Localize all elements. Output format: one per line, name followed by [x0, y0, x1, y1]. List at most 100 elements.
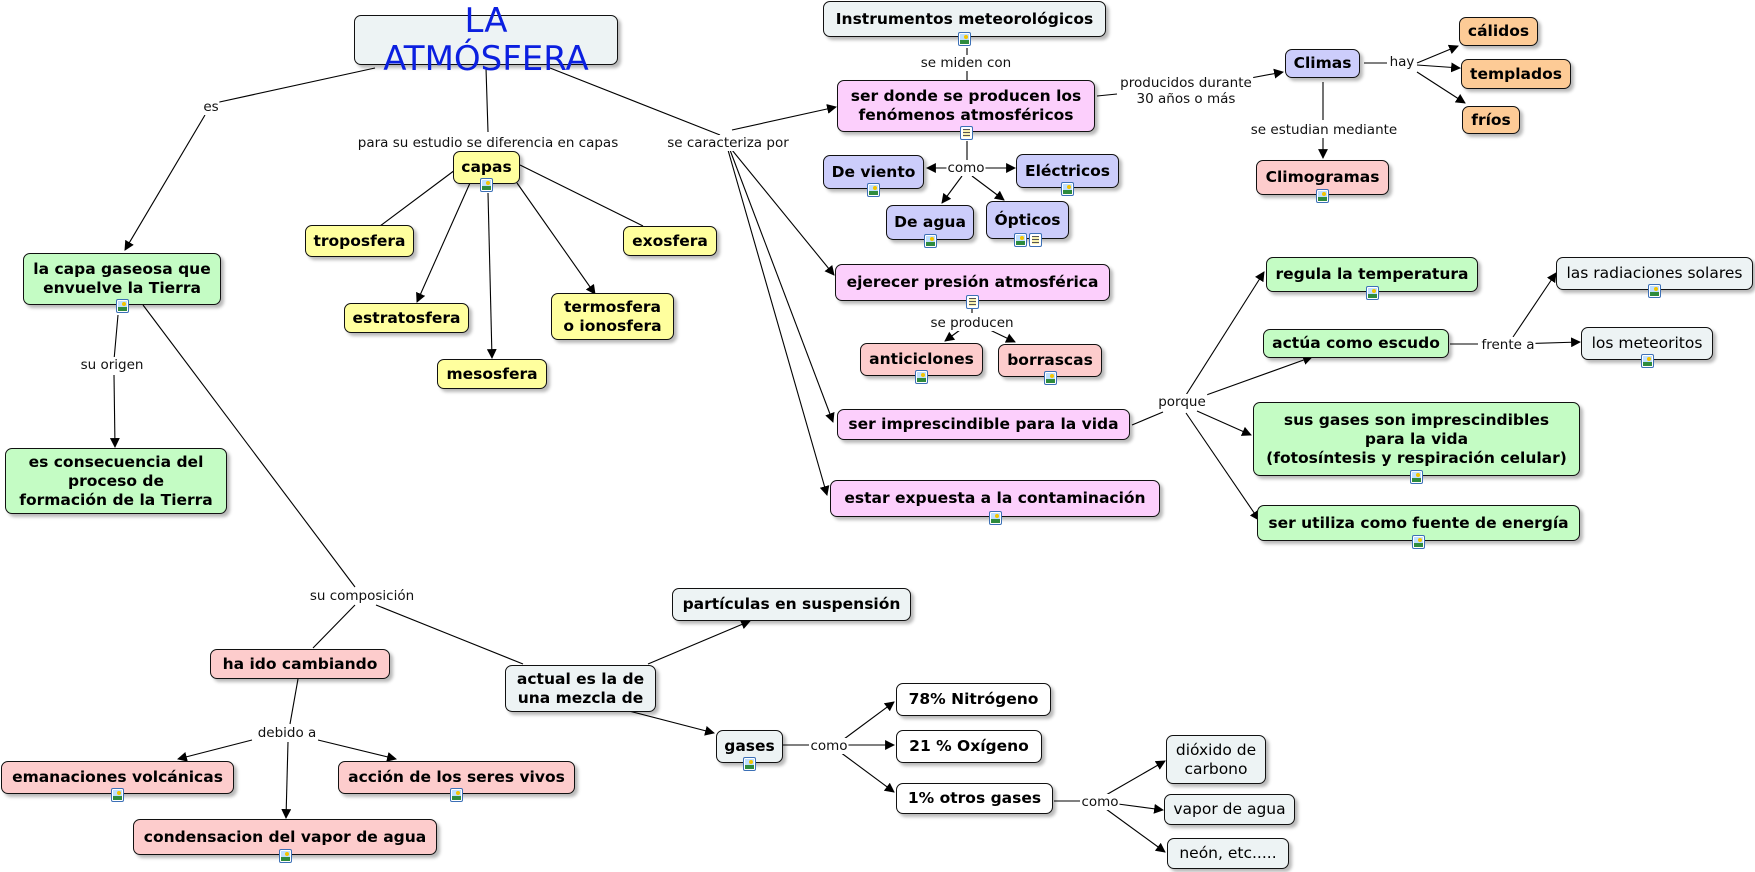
link-su-composicion: su composición — [308, 588, 416, 604]
image-icon[interactable] — [1410, 470, 1423, 484]
concept-label: ser donde se producen los fenómenos atmo… — [850, 87, 1082, 124]
concept-label: actúa como escudo — [1272, 334, 1440, 352]
concept-calidos[interactable]: cálidos — [1459, 17, 1538, 46]
image-icon[interactable] — [278, 849, 292, 863]
image-icon[interactable] — [1640, 354, 1654, 368]
concept-label: estratosfera — [352, 308, 461, 327]
concept-ha-ido-cambiando[interactable]: ha ido cambiando — [210, 649, 390, 679]
concept-electricos[interactable]: Eléctricos — [1016, 154, 1119, 196]
concept-climogramas[interactable]: Climogramas — [1256, 160, 1389, 203]
concept-borrascas[interactable]: borrascas — [998, 344, 1102, 385]
link-producidos-durante: producidos durante 30 años o más — [1119, 75, 1253, 107]
concept-label: troposfera — [313, 231, 406, 250]
concept-opticos[interactable]: Ópticos — [986, 201, 1069, 247]
concept-consecuencia[interactable]: es consecuencia del proceso de formación… — [5, 448, 227, 514]
concept-contaminacion[interactable]: estar expuesta a la contaminación — [830, 480, 1160, 525]
concept-termosfera[interactable]: termosfera o ionosfera — [551, 293, 674, 340]
link-frente-a: frente a — [1480, 337, 1536, 353]
image-icon[interactable] — [867, 183, 880, 197]
concept-label: Climas — [1293, 54, 1352, 72]
concept-de-viento[interactable]: De viento — [823, 155, 924, 197]
concept-label: mesosfera — [446, 364, 538, 383]
image-icon[interactable] — [1648, 284, 1661, 298]
link-se-caracteriza: se caracteriza por — [666, 135, 790, 151]
concept-anticiclones[interactable]: anticiclones — [860, 343, 983, 384]
concept-label: Eléctricos — [1024, 161, 1111, 180]
concept-capa-gaseosa[interactable]: la capa gaseosa que envuelve la Tierra — [23, 253, 221, 313]
concept-label: ha ido cambiando — [222, 654, 378, 673]
concept-emanaciones[interactable]: emanaciones volcánicas — [1, 761, 234, 802]
concept-label: exosfera — [632, 231, 708, 250]
concept-label: vapor de agua — [1173, 800, 1286, 818]
concept-frios[interactable]: fríos — [1462, 106, 1520, 134]
image-icon[interactable] — [915, 370, 928, 384]
link-porque: porque — [1157, 394, 1207, 410]
concept-capas[interactable]: capas — [453, 151, 520, 192]
concept-estratosfera[interactable]: estratosfera — [344, 303, 469, 333]
link-como-fenomenos: como — [946, 160, 986, 176]
link-hay: hay — [1388, 54, 1416, 70]
image-icon[interactable] — [743, 757, 756, 771]
concept-label: la capa gaseosa que envuelve la Tierra — [33, 260, 211, 297]
concept-energia[interactable]: ser utiliza como fuente de energía — [1257, 505, 1580, 549]
concept-radiaciones[interactable]: las radiaciones solares — [1556, 257, 1753, 298]
concept-de-agua[interactable]: De agua — [886, 205, 974, 248]
concept-escudo[interactable]: actúa como escudo — [1263, 329, 1449, 358]
document-icon[interactable] — [959, 126, 973, 140]
concept-label: dióxido de carbono — [1175, 740, 1257, 778]
concept-label: las radiaciones solares — [1566, 264, 1743, 282]
image-icon[interactable] — [1061, 182, 1074, 196]
concept-climas[interactable]: Climas — [1285, 49, 1360, 78]
link-debido-a: debido a — [256, 725, 318, 741]
concept-meteoritos[interactable]: los meteoritos — [1581, 327, 1713, 368]
concept-instrumentos[interactable]: Instrumentos meteorológicos — [823, 1, 1106, 46]
image-icon[interactable] — [111, 788, 124, 802]
image-icon[interactable] — [1316, 189, 1329, 203]
concept-label: gases — [724, 737, 775, 755]
link-es: es — [202, 99, 220, 115]
concept-imprescindible[interactable]: ser imprescindible para la vida — [837, 409, 1130, 440]
concept-otros-gases[interactable]: 1% otros gases — [896, 783, 1053, 814]
document-icon[interactable] — [966, 295, 979, 309]
document-icon[interactable] — [1028, 233, 1042, 247]
concept-label: ejerecer presión atmosférica — [846, 273, 1099, 291]
concept-mezcla[interactable]: actual es la de una mezcla de — [505, 665, 656, 712]
image-icon[interactable] — [1013, 233, 1027, 247]
image-icon[interactable] — [988, 511, 1002, 525]
concept-dioxido[interactable]: dióxido de carbono — [1166, 735, 1266, 784]
link-se-miden-con: se miden con — [919, 55, 1013, 71]
concept-label: anticiclones — [869, 350, 974, 368]
image-icon[interactable] — [923, 234, 937, 248]
concept-condensacion[interactable]: condensacion del vapor de agua — [133, 819, 437, 863]
concept-vapor[interactable]: vapor de agua — [1164, 794, 1295, 825]
concept-mesosfera[interactable]: mesosfera — [437, 359, 547, 389]
concept-sus-gases[interactable]: sus gases son imprescindibles para la vi… — [1253, 402, 1580, 484]
concept-templados[interactable]: templados — [1461, 59, 1571, 89]
concept-troposfera[interactable]: troposfera — [305, 225, 414, 257]
concept-la-atmosfera[interactable]: LA ATMÓSFERA — [354, 2, 618, 78]
concept-label: 1% otros gases — [907, 789, 1042, 807]
concept-fenomenos[interactable]: ser donde se producen los fenómenos atmo… — [837, 80, 1095, 140]
concept-nitrogeno[interactable]: 78% Nitrógeno — [896, 683, 1051, 716]
concept-gases[interactable]: gases — [716, 730, 783, 771]
concept-label: termosfera o ionosfera — [563, 297, 662, 335]
concept-label: es consecuencia del proceso de formación… — [19, 452, 213, 509]
image-icon[interactable] — [1412, 535, 1425, 549]
image-icon[interactable] — [450, 788, 463, 802]
image-icon[interactable] — [958, 32, 971, 46]
concept-label: 21 % Oxígeno — [909, 737, 1029, 755]
image-icon[interactable] — [1043, 371, 1057, 385]
image-icon[interactable] — [480, 178, 493, 192]
concept-regula[interactable]: regula la temperatura — [1266, 257, 1478, 300]
concept-exosfera[interactable]: exosfera — [623, 226, 717, 256]
concept-label: capas — [461, 158, 512, 176]
concept-particulas[interactable]: partículas en suspensión — [672, 588, 911, 621]
concept-neon[interactable]: neón, etc..... — [1167, 838, 1289, 869]
image-icon[interactable] — [1365, 286, 1379, 300]
image-icon[interactable] — [115, 299, 129, 313]
concept-seres-vivos[interactable]: acción de los seres vivos — [338, 761, 575, 802]
concept-label: cálidos — [1467, 22, 1530, 40]
concept-presion[interactable]: ejerecer presión atmosférica — [835, 264, 1110, 309]
concept-label: borrascas — [1007, 351, 1093, 369]
concept-oxigeno[interactable]: 21 % Oxígeno — [896, 730, 1042, 763]
